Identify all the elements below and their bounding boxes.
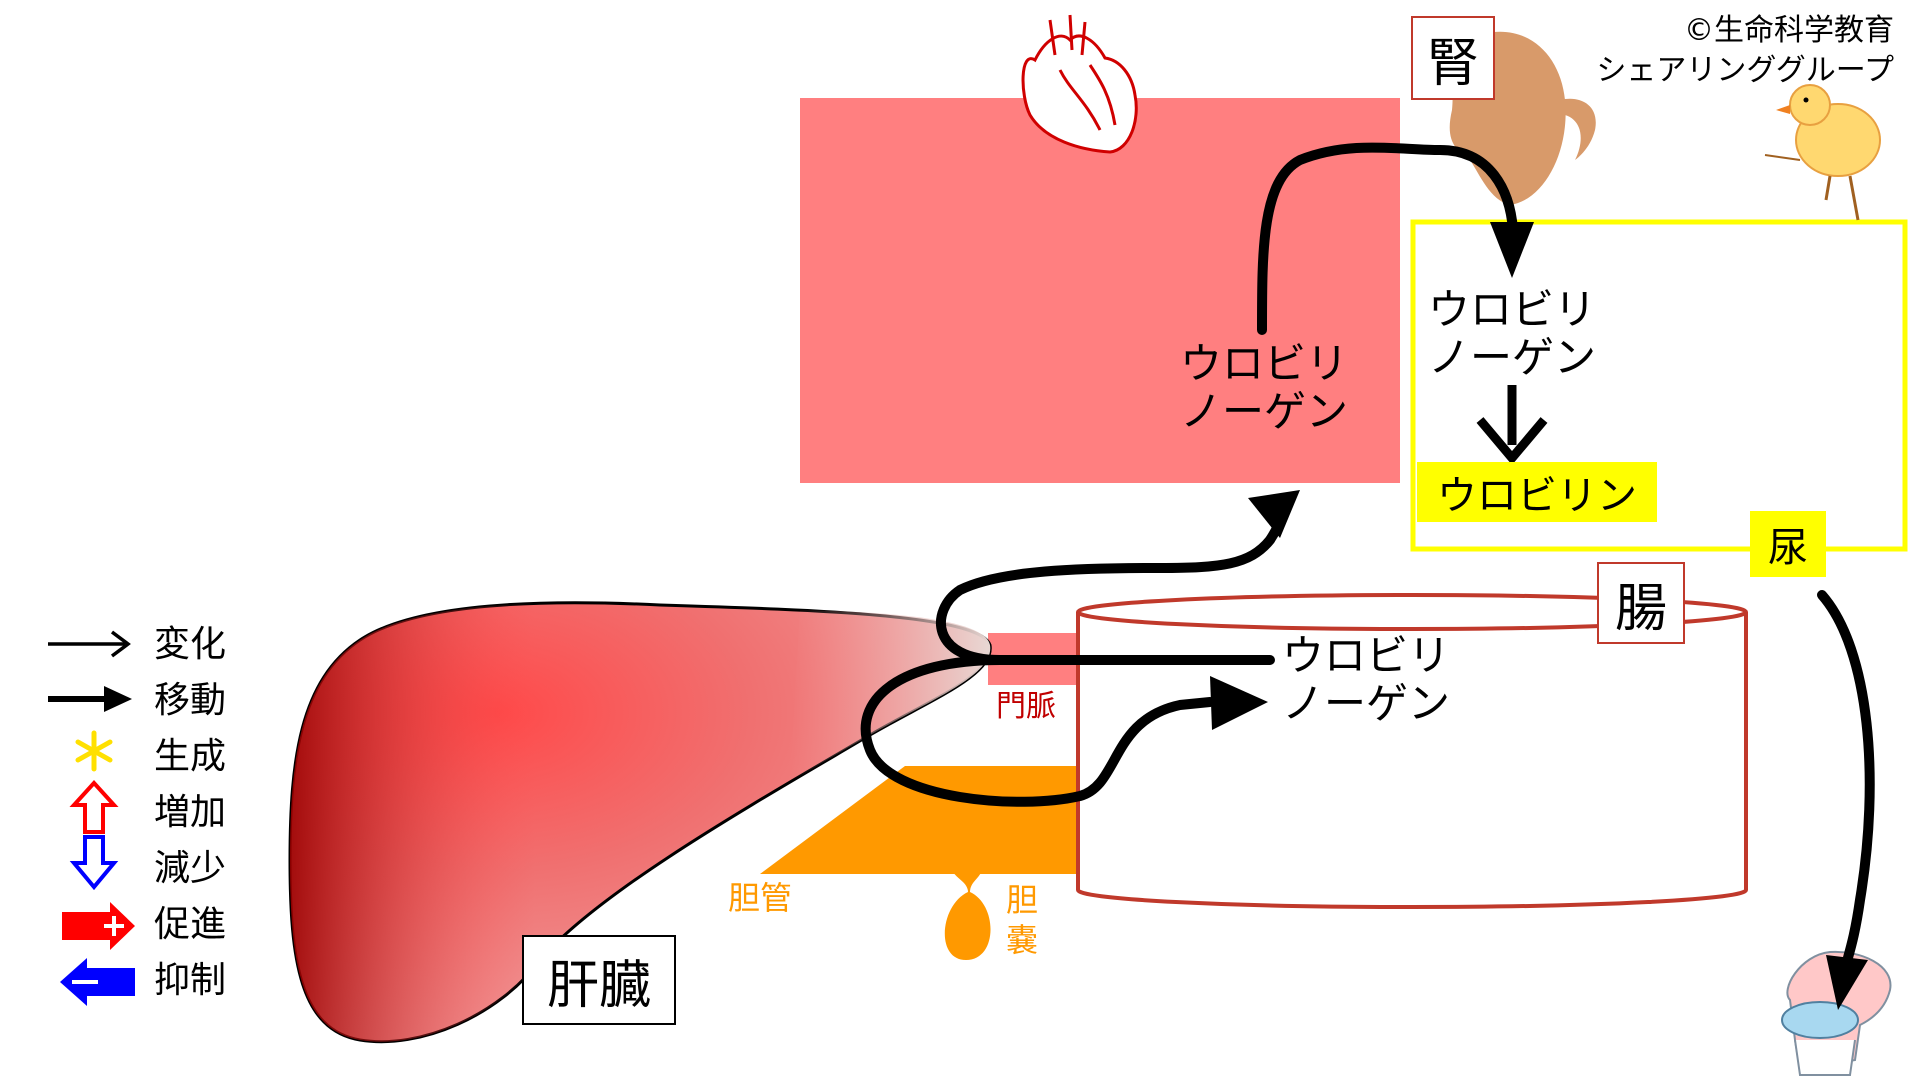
copyright-line1: ©生命科学教育 [1684,13,1894,48]
bile-duct-label: 胆管 [728,879,793,917]
bile-to-intestine-path [860,655,1215,807]
legend-label-decrease: 減少 [154,848,227,889]
conversion-arrow-head [1476,417,1548,465]
chick-icon [1764,84,1881,221]
promote-arrow-icon [62,902,135,950]
liver [288,601,992,1044]
asterisk-icon [75,730,113,772]
toilet-icon [1781,950,1892,1076]
legend-label-inhibit: 抑制 [154,960,227,1001]
thin-arrow-icon [48,630,131,658]
portal-vein-label: 門脈 [996,689,1056,724]
urine-box [1410,219,1908,552]
urine-to-toilet-arrowhead [1826,955,1868,1010]
blood-to-kidney-arrowhead [1490,222,1534,278]
liver-label: 肝臓 [522,935,676,1025]
thick-arrow-icon [48,686,132,712]
urine-to-toilet-path [1817,590,1875,970]
legend-label-change: 変化 [154,624,227,665]
bile-duct [760,766,1078,874]
legend-icons [48,630,135,1006]
legend-label-increase: 増加 [154,792,227,833]
blood-to-kidney-path [1257,142,1518,335]
gallbladder-label-1: 胆 [1006,881,1039,919]
intestine-label: 腸 [1597,562,1685,644]
urine-label: 尿 [1750,511,1826,577]
heart-icon [1021,14,1138,154]
gallbladder-label-2: 嚢 [1006,921,1039,959]
urine-urobilinogen-line2: ノーゲン [1428,333,1597,382]
gallbladder [944,870,991,960]
legend-label-move: 移動 [154,680,227,721]
inhibit-arrow-icon [60,958,135,1006]
intestine-urobilinogen-line1: ウロビリ [1282,631,1451,680]
intestine-urobilinogen-line2: ノーゲン [1282,679,1451,728]
blood-urobilinogen-line1: ウロビリ [1180,339,1349,388]
blood-urobilinogen-line2: ノーゲン [1180,387,1349,436]
up-arrow-icon [69,780,119,834]
copyright-line2: シェアリンググループ [1596,53,1894,88]
bile-to-intestine-arrowhead [1210,676,1268,730]
legend-label-promote: 促進 [154,904,227,945]
urobilin-badge: ウロビリン [1417,462,1657,522]
down-arrow-icon [69,835,119,891]
urine-urobilinogen-line1: ウロビリ [1428,285,1597,334]
reabsorption-path [935,535,1275,665]
legend-label-generate: 生成 [154,736,227,777]
kidney-label: 腎 [1411,16,1495,100]
